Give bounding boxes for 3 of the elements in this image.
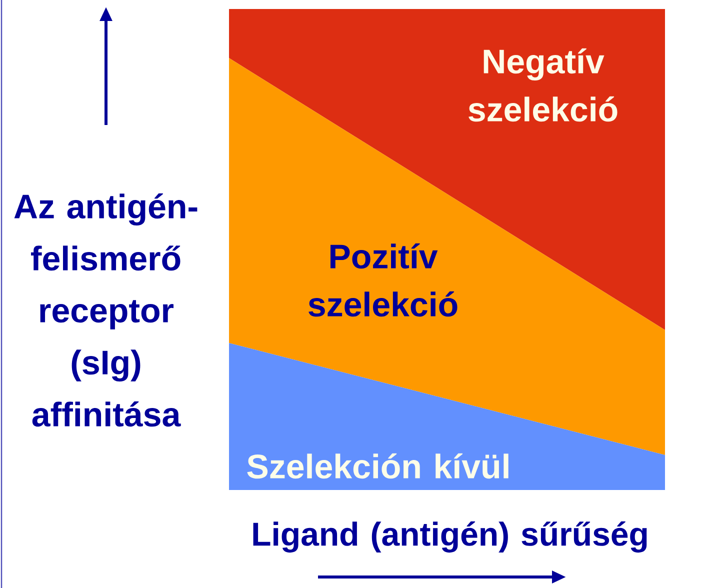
axis-label: Ligand (antigén) sűrűség: [253, 521, 647, 553]
region-band: Szelekción kívül: [229, 342, 665, 490]
axis-label: Az antigén-felismerő receptor (sIg) affinitása: [14, 193, 198, 427]
